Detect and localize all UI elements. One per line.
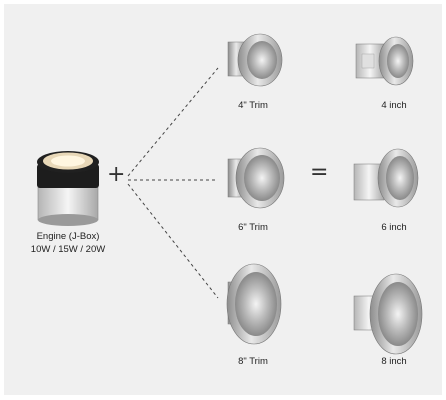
trim-4-label: 4" Trim — [238, 100, 268, 111]
diagram-canvas — [37, 33, 423, 355]
trim-8-image — [226, 263, 282, 345]
trim-6-label: 6" Trim — [238, 222, 268, 233]
engine-image — [37, 151, 99, 226]
result-8-inch-image — [353, 273, 423, 355]
equals-sign: = — [310, 160, 329, 185]
result-4-inch-label: 4 inch — [381, 100, 407, 111]
connector-lines — [127, 67, 219, 299]
trim-8-label: 8" Trim — [238, 356, 268, 367]
engine-watts-label: 10W / 15W / 20W — [30, 244, 106, 255]
result-6-inch-label: 6 inch — [381, 222, 407, 233]
result-4-inch-image — [355, 36, 414, 86]
trim-4-image — [227, 33, 283, 87]
engine-name-label: Engine (J-Box) — [36, 231, 100, 242]
plus-sign: + — [107, 162, 126, 187]
connector-8-inch — [127, 183, 219, 299]
trim-6-image — [227, 147, 285, 209]
product-diagram: Engine (J-Box) 10W / 15W / 20W + = 4" Tr… — [4, 4, 442, 395]
result-6-inch-image — [353, 148, 419, 208]
connector-4-inch — [127, 67, 219, 177]
result-8-inch-label: 8 inch — [381, 356, 407, 367]
